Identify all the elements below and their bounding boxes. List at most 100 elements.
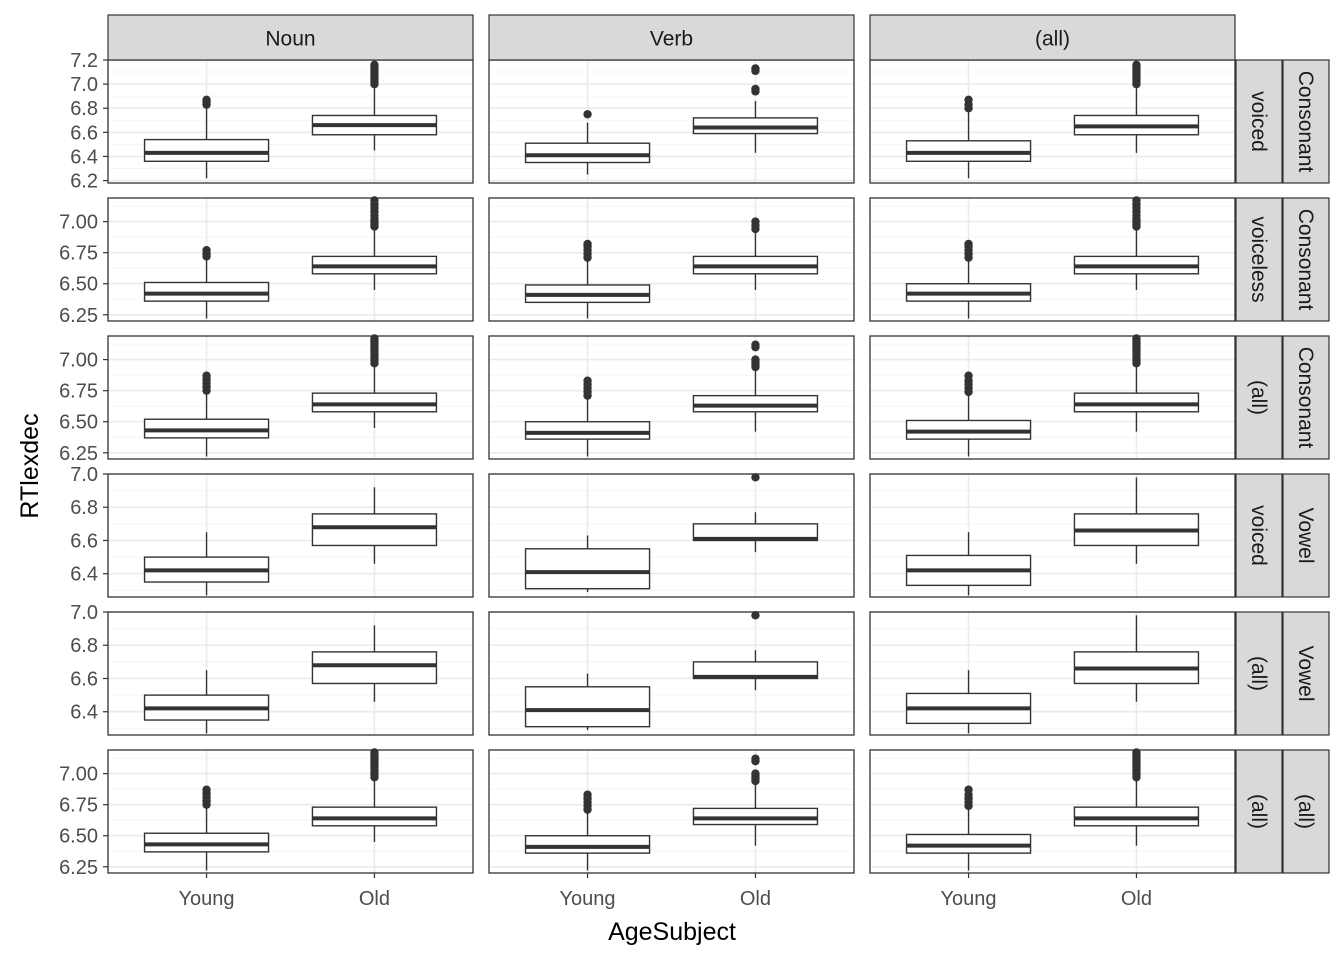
- panel: [869, 473, 1236, 598]
- y-tick-label: 6.8: [70, 497, 98, 519]
- row-strip-label: Consonant: [1294, 347, 1317, 449]
- row-strip: [1282, 335, 1330, 460]
- x-tick-label: Old: [359, 888, 390, 910]
- row-strip: [1282, 749, 1330, 874]
- row-strip: [1282, 473, 1330, 598]
- panel-border: [488, 749, 855, 874]
- box-young: [524, 421, 651, 440]
- panel-border: [488, 197, 855, 322]
- outlier-point: [751, 217, 760, 226]
- panel: [488, 611, 855, 736]
- y-tick-label: 7.00: [59, 764, 98, 786]
- box-old: [311, 513, 438, 547]
- row-strip-label: Consonant: [1294, 209, 1317, 311]
- outlier-point: [202, 245, 211, 255]
- y-tick-label: 7.00: [59, 350, 98, 372]
- panel-border: [107, 197, 474, 322]
- outlier-point: [202, 371, 211, 380]
- panel: [107, 748, 474, 874]
- y-tick-label: 6.75: [59, 243, 98, 265]
- outlier-point: [751, 473, 760, 482]
- y-tick-label: 6.8: [70, 98, 98, 120]
- outlier-point: [370, 60, 379, 70]
- outlier-point: [583, 110, 592, 119]
- panel: [107, 196, 474, 322]
- column-strip: [107, 14, 474, 61]
- panel: [488, 197, 855, 322]
- outlier-point: [751, 64, 760, 73]
- x-tick-label: Old: [1121, 888, 1152, 910]
- outlier-point: [751, 754, 760, 763]
- x-tick-label: Young: [560, 888, 616, 910]
- outlier-point: [583, 239, 592, 249]
- y-tick-label: 7.0: [70, 74, 98, 96]
- panel-border: [869, 335, 1236, 460]
- panel-border: [488, 335, 855, 460]
- panel: [488, 335, 855, 460]
- panel: [488, 473, 855, 598]
- panel-border: [869, 611, 1236, 736]
- outlier-point: [583, 376, 592, 385]
- outlier-point: [202, 95, 211, 104]
- row-strip-label: (all): [1247, 380, 1270, 415]
- y-tick-label: 6.25: [59, 305, 98, 327]
- y-tick-label: 6.50: [59, 826, 98, 848]
- y-tick-label: 6.8: [70, 635, 98, 657]
- panel: [869, 748, 1236, 874]
- panel: [107, 611, 474, 736]
- row-strip: [1235, 335, 1283, 460]
- y-tick-label: 7.0: [70, 464, 98, 486]
- panel: [869, 611, 1236, 736]
- row-strip-label: (all): [1294, 794, 1317, 829]
- y-tick-label: 7.2: [70, 50, 98, 72]
- row-strip: [1235, 473, 1283, 598]
- panel-border: [869, 473, 1236, 598]
- outlier-point: [751, 769, 760, 778]
- box-young: [524, 835, 651, 854]
- box-young: [524, 686, 651, 728]
- row-strip-label: voiceless: [1247, 216, 1270, 302]
- outlier-point: [751, 340, 760, 349]
- panel: [488, 749, 855, 874]
- column-strip: [869, 14, 1236, 61]
- panel: [107, 473, 474, 598]
- row-strip: [1282, 197, 1330, 322]
- panel-border: [488, 473, 855, 598]
- outlier-point: [751, 84, 760, 94]
- row-strip: [1235, 197, 1283, 322]
- box-young: [524, 548, 651, 590]
- box-old: [311, 651, 438, 685]
- panel: [488, 59, 855, 184]
- row-strip-label: Vowel: [1294, 507, 1317, 563]
- row-strip: [1282, 59, 1330, 184]
- y-tick-label: 6.6: [70, 122, 98, 144]
- column-strip-label: (all): [1035, 28, 1070, 51]
- panel-border: [107, 335, 474, 460]
- column-strip-label: Verb: [650, 28, 693, 51]
- panel: [869, 196, 1236, 322]
- panel: [869, 59, 1236, 184]
- panel-border: [869, 749, 1236, 874]
- y-tick-label: 7.0: [70, 602, 98, 624]
- y-tick-label: 6.4: [70, 146, 98, 168]
- row-strip: [1235, 59, 1283, 184]
- box-young: [524, 142, 651, 164]
- panel-border: [107, 749, 474, 874]
- y-tick-label: 6.4: [70, 702, 98, 724]
- row-strip-label: Consonant: [1294, 71, 1317, 173]
- y-tick-label: 6.50: [59, 412, 98, 434]
- y-tick-label: 6.6: [70, 668, 98, 690]
- outlier-point: [202, 785, 211, 794]
- y-tick-label: 6.25: [59, 443, 98, 465]
- panel-border: [107, 473, 474, 598]
- panel: [107, 59, 474, 184]
- y-tick-label: 7.00: [59, 212, 98, 234]
- box-young: [143, 138, 270, 162]
- x-tick-label: Young: [941, 888, 997, 910]
- outlier-point: [583, 790, 592, 799]
- y-tick-label: 6.75: [59, 381, 98, 403]
- row-strip-label: Vowel: [1294, 645, 1317, 701]
- outlier-point: [964, 95, 973, 104]
- row-strip-label: (all): [1247, 656, 1270, 691]
